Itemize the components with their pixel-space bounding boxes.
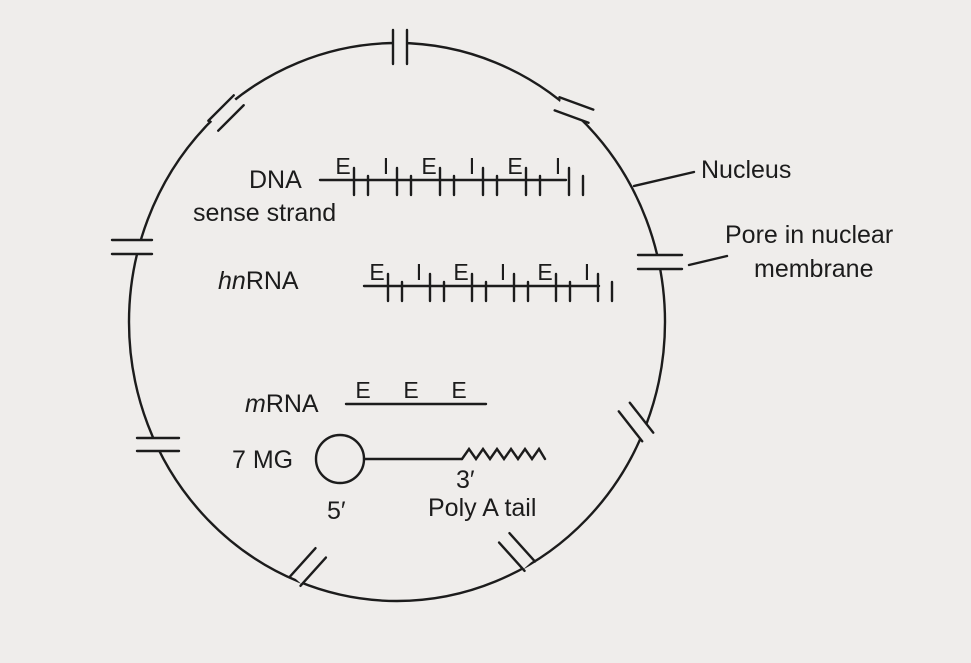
pore-lower-right (617, 401, 655, 443)
mrna-prefix: m (245, 390, 266, 418)
dna-segment-intron: I (555, 153, 561, 179)
pore-left (110, 238, 154, 256)
nucleus-label: Nucleus (701, 156, 791, 184)
hnrna-suffix: RNA (246, 267, 299, 295)
pore-bottom-left (288, 546, 328, 588)
hnrna-segment-intron: I (584, 259, 590, 285)
pore-right (636, 253, 684, 271)
hnrna-label: hnRNA (218, 267, 299, 295)
pore-top (391, 28, 409, 66)
pore-label-line1: Pore in nuclear (725, 221, 893, 249)
hnrna-segment-exon: E (369, 259, 384, 285)
nuclear-envelope (127, 41, 667, 603)
pore-upper-left (207, 94, 245, 132)
pore-lower-left (135, 436, 181, 453)
pore-label-line2: membrane (754, 255, 874, 283)
mrna-segment-exon: E (403, 377, 418, 403)
pore-bottom-right (497, 531, 537, 573)
dna-segment-exon: E (507, 153, 522, 179)
nucleus-leader-line (632, 170, 696, 188)
three-prime-label: 3′ (456, 466, 475, 494)
five-prime-label: 5′ (327, 497, 346, 525)
pore-leader-line (687, 254, 729, 267)
mrna-segment-exon: E (451, 377, 466, 403)
dna-segment-exon: E (335, 153, 350, 179)
hnrna-segment-exon: E (453, 259, 468, 285)
dna-segment-intron: I (383, 153, 389, 179)
hnrna-segment-intron: I (500, 259, 506, 285)
dna-segment-intron: I (469, 153, 475, 179)
poly-a-tail-label: Poly A tail (428, 494, 536, 522)
hnrna-segment-exon: E (537, 259, 552, 285)
dna-label: DNA (249, 166, 302, 194)
processed-mrna (314, 433, 547, 485)
dna-segment-exon: E (421, 153, 436, 179)
dna-sense-strand-label: sense strand (193, 199, 336, 227)
mrna-suffix: RNA (266, 390, 319, 418)
hnrna-prefix: hn (218, 267, 246, 295)
pore-upper-right (553, 96, 595, 124)
cap-label: 7 MG (232, 446, 293, 474)
mrna-segment-exon: E (355, 377, 370, 403)
hnrna-segment-intron: I (416, 259, 422, 285)
mrna-label: mRNA (245, 390, 319, 418)
poly-a-tail-zigzag (460, 446, 547, 462)
methyl-guanosine-cap (314, 433, 366, 485)
